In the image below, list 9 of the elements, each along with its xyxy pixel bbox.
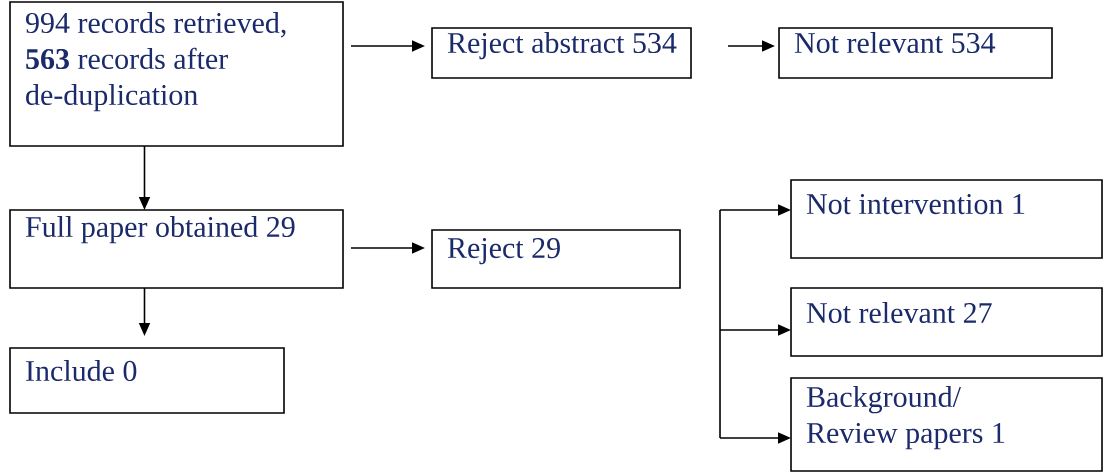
- process-box: Not relevant 534: [778, 27, 1053, 79]
- process-box: 994 records retrieved, 563 records after de-duplication: [9, 1, 344, 147]
- process-box: Not relevant 27: [790, 287, 1103, 357]
- process-box: Include 0: [9, 347, 285, 414]
- process-box: Reject 29: [431, 229, 681, 289]
- process-box: Background/ Review papers 1: [790, 377, 1103, 472]
- process-box: Full paper obtained 29: [9, 209, 344, 289]
- process-box: Reject abstract 534: [431, 27, 692, 79]
- process-box: Not intervention 1: [790, 179, 1103, 259]
